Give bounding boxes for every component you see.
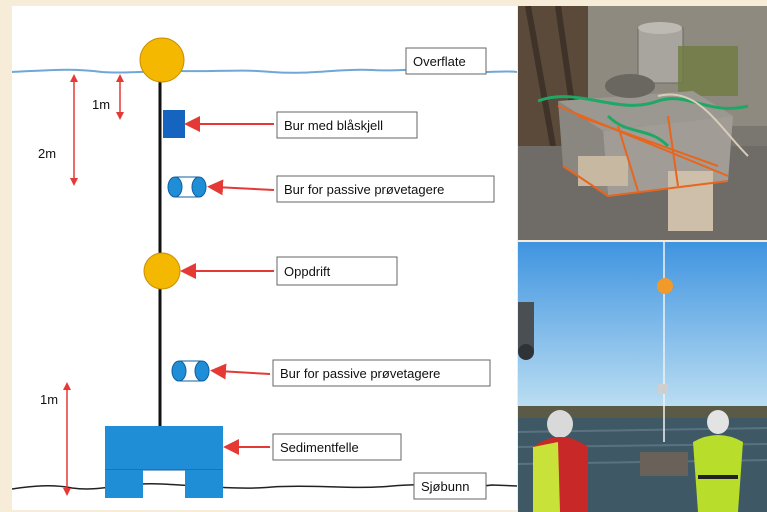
label-box-mussel-cage bbox=[276, 111, 418, 139]
label-seabed: Sjøbunn bbox=[421, 479, 469, 494]
label-sediment-trap: Sedimentfelle bbox=[280, 440, 359, 455]
sediment-trap bbox=[105, 426, 223, 498]
dimension-label-bottom-1m: 1m bbox=[40, 392, 58, 407]
label-box-buoyancy bbox=[276, 256, 398, 286]
dimension-top-2m bbox=[70, 74, 78, 186]
label-box-sediment-trap bbox=[272, 433, 402, 461]
label-box-passive-upper bbox=[276, 175, 495, 203]
label-box-surface bbox=[405, 47, 487, 75]
dimension-top-1m bbox=[116, 74, 124, 120]
mooring-diagram: 1m 2m 1m Overflate Bur med blåskjell Bur… bbox=[12, 6, 517, 510]
passive-sampler-cage-upper bbox=[167, 176, 207, 198]
label-passive-lower: Bur for passive prøvetagere bbox=[280, 366, 440, 381]
arrow-passive-upper bbox=[207, 179, 275, 196]
mussel-cage bbox=[163, 110, 185, 138]
label-surface: Overflate bbox=[413, 54, 466, 69]
label-buoyancy: Oppdrift bbox=[284, 264, 331, 279]
arrow-passive-lower bbox=[210, 363, 271, 380]
label-box-seabed bbox=[413, 472, 487, 500]
dimension-label-top-1m: 1m bbox=[92, 97, 110, 112]
deck-rig-photo bbox=[518, 6, 767, 240]
buoyancy-float bbox=[143, 252, 181, 290]
label-mussel-cage: Bur med blåskjell bbox=[284, 118, 383, 133]
label-passive-upper: Bur for passive prøvetagere bbox=[284, 182, 444, 197]
surface-buoy bbox=[139, 37, 185, 83]
dimension-label-top-2m: 2m bbox=[38, 146, 56, 161]
deployment-photo bbox=[518, 242, 767, 512]
dimension-bottom-1m bbox=[63, 382, 71, 496]
passive-sampler-cage-lower bbox=[171, 360, 210, 382]
label-box-passive-lower bbox=[272, 359, 491, 387]
photo-column bbox=[518, 6, 767, 512]
